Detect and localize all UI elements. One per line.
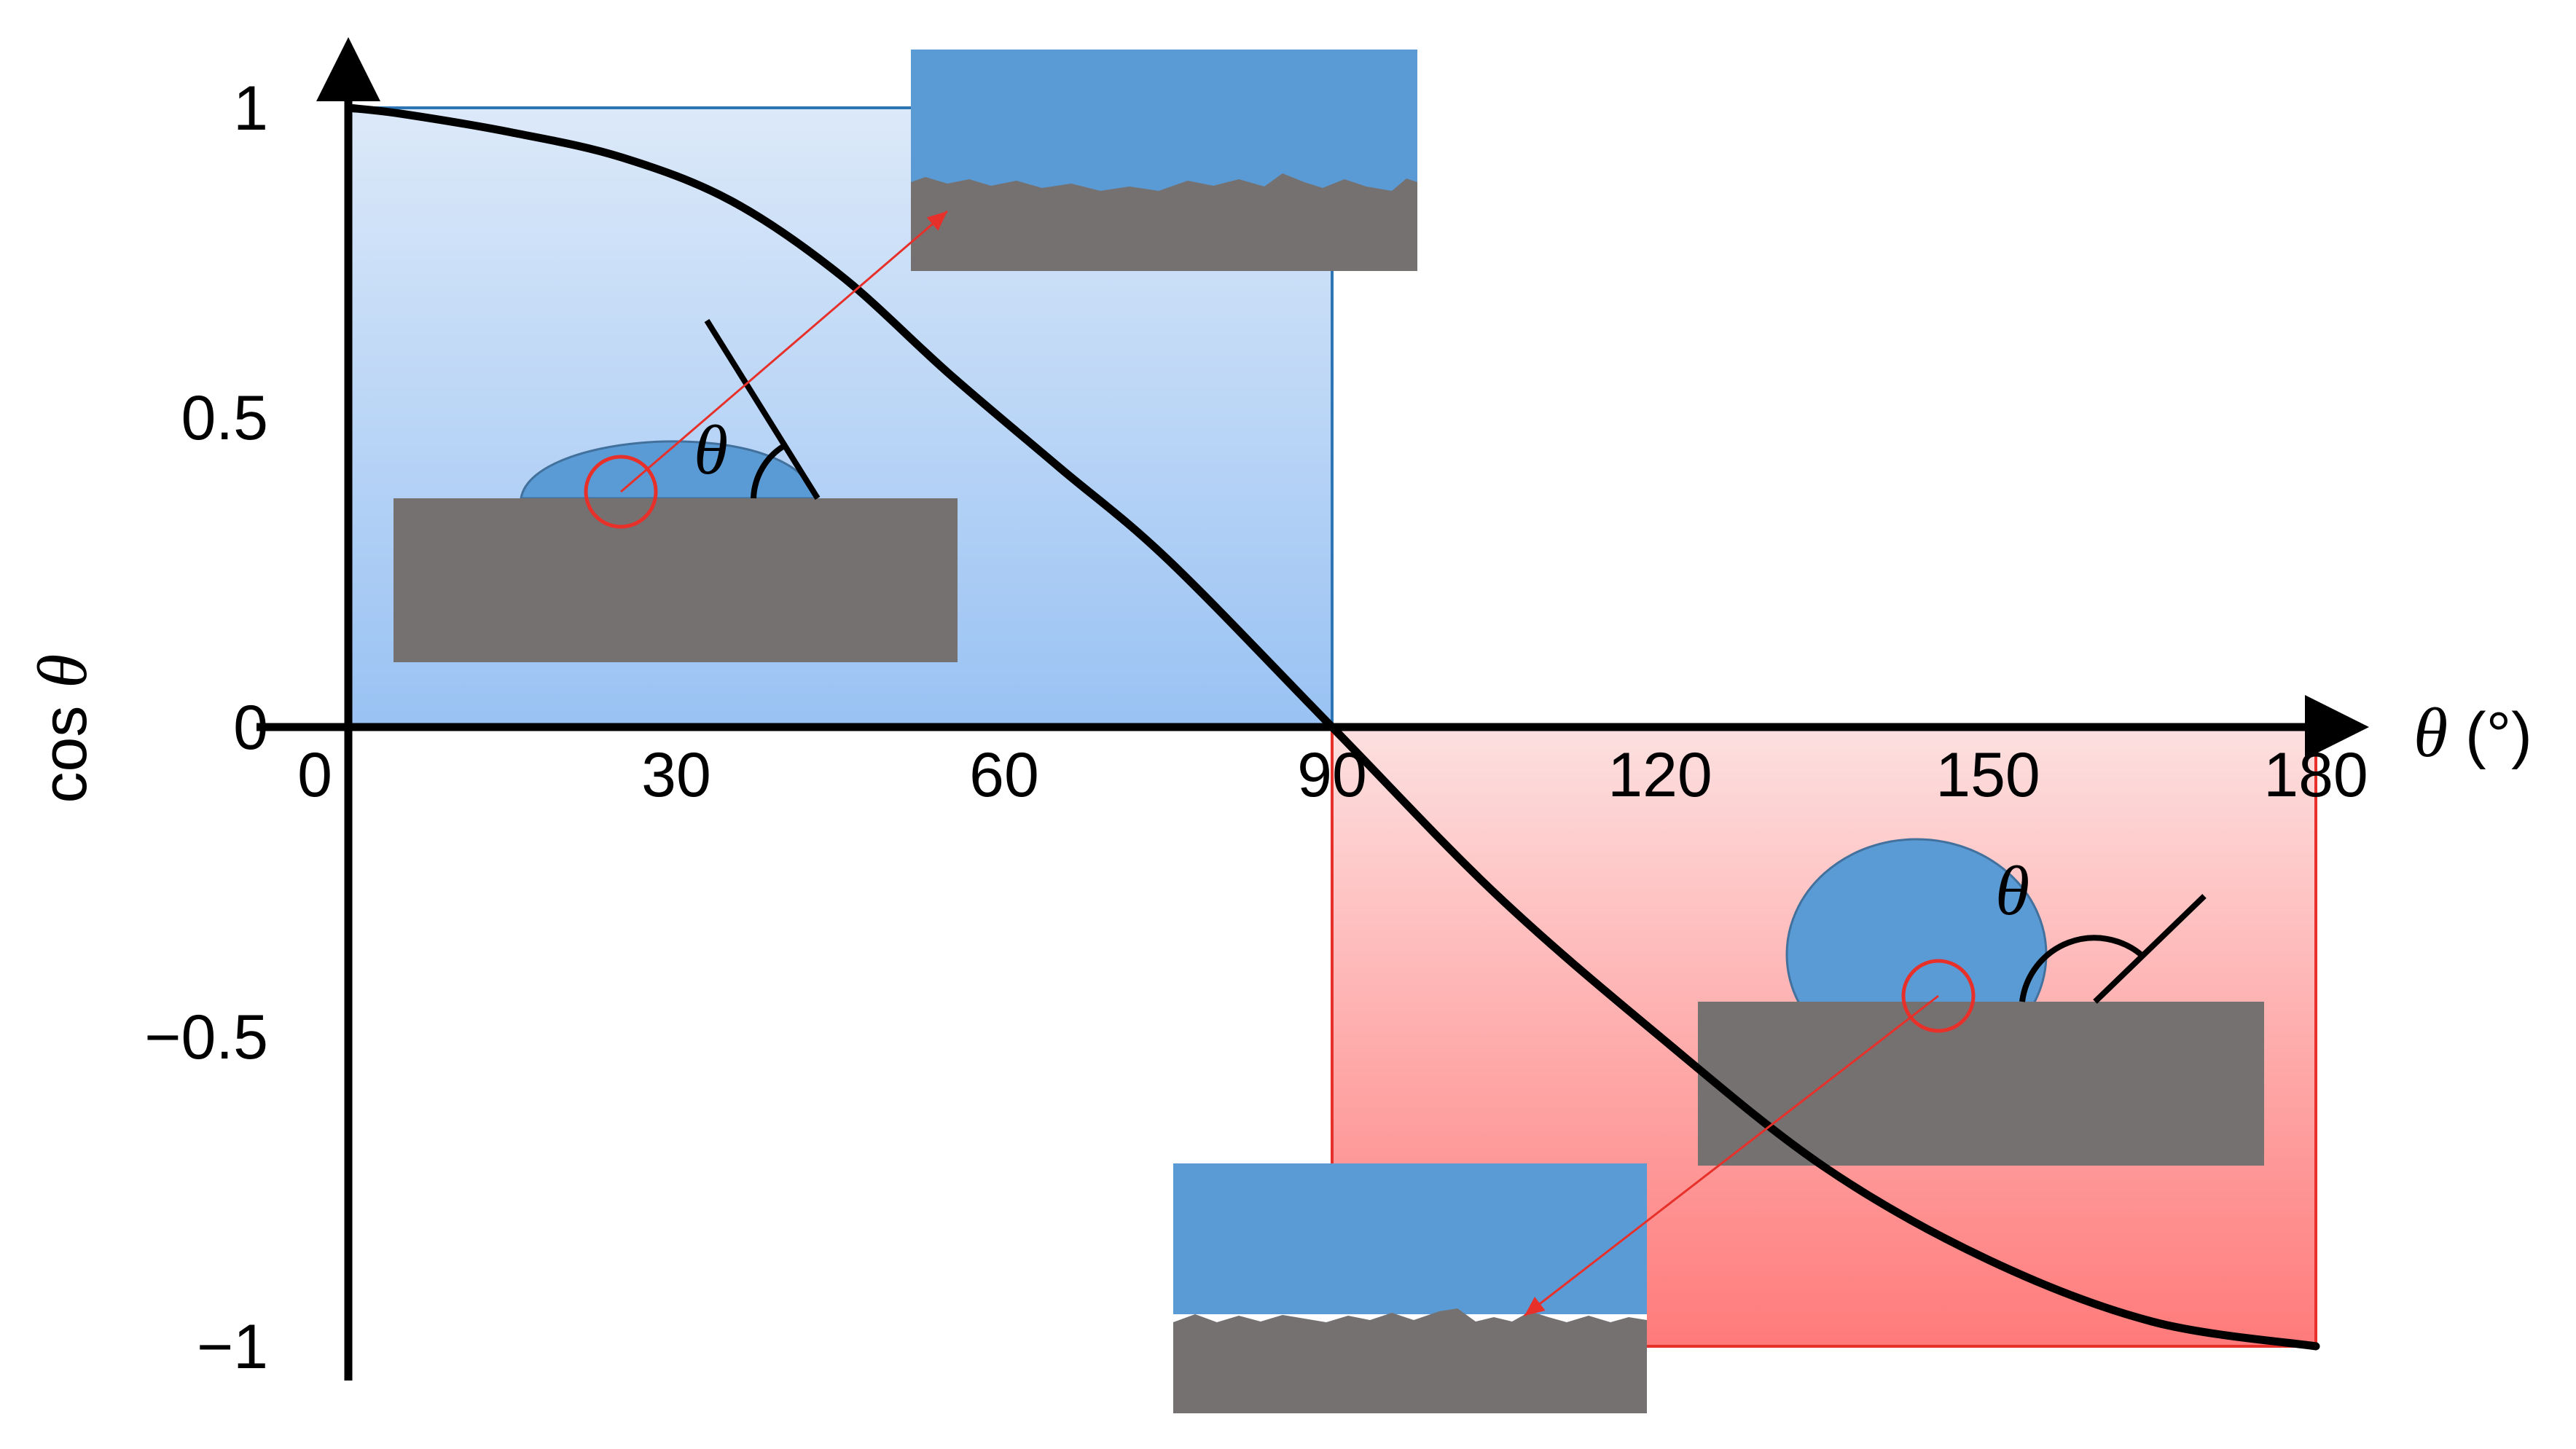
hydrophilic-zoom-arrow xyxy=(620,210,948,493)
hydrophobic-angle-label: θ xyxy=(1995,852,2029,930)
hydrophobic-tangent-line xyxy=(2093,894,2207,1004)
hydrophilic-zoom-circle xyxy=(584,455,658,529)
y-tick-labels: 1 0.5 0 −0.5 −1 xyxy=(144,74,268,1382)
x-tick-label: 90 xyxy=(1297,740,1367,810)
cosine-curve xyxy=(344,103,2320,1351)
y-axis-title: cos θ xyxy=(23,654,101,804)
hydrophobic-zoom-circle xyxy=(1901,959,1976,1033)
hydrophobic-zoom-arrow xyxy=(1524,994,1939,1317)
hydrophobic-zoom-inset xyxy=(1173,1163,1647,1413)
x-tick-label: 150 xyxy=(1935,740,2040,810)
y-tick-label: 0 xyxy=(233,693,268,763)
x-tick-labels: 0 30 60 90 120 150 180 xyxy=(297,740,2368,810)
x-tick-label: 30 xyxy=(641,740,711,810)
hydrophilic-tangent-line xyxy=(704,318,821,500)
hydrophobic-substrate xyxy=(1698,1002,2264,1166)
x-axis-title: θ (°) xyxy=(2413,694,2532,771)
x-axis-title-unit: (°) xyxy=(2448,700,2532,770)
hydrophobic-drop-inset: θ xyxy=(1698,838,2264,1166)
hydrophobic-zoom-water xyxy=(1173,1163,1647,1314)
y-axis-title-prefix: cos xyxy=(30,688,100,804)
hydrophobic-angle-arc xyxy=(2019,935,2145,1002)
x-tick-label: 0 xyxy=(297,740,332,810)
hydrophobic-zoom-rough-surface xyxy=(1173,1308,1647,1413)
x-tick-label: 180 xyxy=(2263,740,2368,810)
hydrophilic-angle-label: θ xyxy=(694,411,728,489)
y-tick-label: −0.5 xyxy=(144,1002,268,1072)
x-axis-title-symbol: θ xyxy=(2413,694,2448,771)
y-tick-label: 1 xyxy=(233,74,268,144)
hydrophilic-drop-inset: θ xyxy=(394,318,958,662)
y-axis-title-symbol: θ xyxy=(23,654,101,688)
x-tick-label: 60 xyxy=(969,740,1039,810)
y-tick-label: 0.5 xyxy=(181,383,268,453)
hydrophilic-zoom-inset xyxy=(911,50,1417,271)
hydrophilic-angle-arc xyxy=(751,443,786,499)
x-tick-label: 120 xyxy=(1608,740,1712,810)
hydrophilic-zoom-rough-surface xyxy=(911,173,1417,271)
hydrophilic-substrate xyxy=(394,498,958,662)
y-tick-label: −1 xyxy=(197,1312,268,1382)
